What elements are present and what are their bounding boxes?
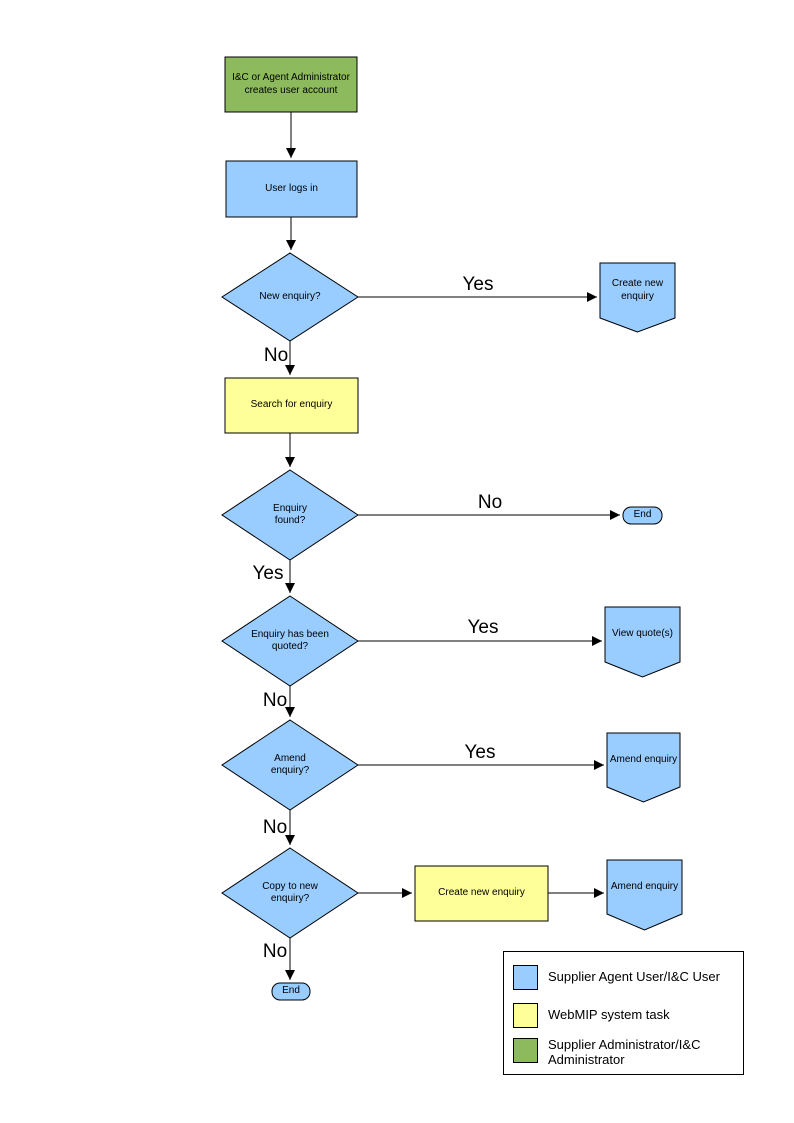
admin-creates-account-box (224, 56, 358, 113)
edge-label-yes-enquiry-found: Yes (252, 563, 284, 584)
flow-connectors (285, 112, 620, 980)
edge-label-no-amend: No (262, 817, 288, 838)
edge-label-yes-amend: Yes (464, 742, 496, 763)
terminator-end-2 (271, 982, 311, 1001)
legend-swatch-blue (513, 965, 538, 990)
legend-item-supplier-agent-user: Supplier Agent User/I&C User (513, 965, 720, 990)
user-logs-in-label: User logs in (265, 182, 318, 194)
admin-creates-account-label: I&C or Agent Administrator creates user … (232, 72, 350, 96)
task-create-new-enquiry-label: Create new enquiry (438, 887, 525, 899)
edge-label-no-enquiry-found: No (477, 492, 503, 513)
decision-enquiry-found-label: Enquiry found? (273, 502, 307, 527)
edge-label-no-new-enquiry: No (263, 345, 289, 366)
decision-new-enquiry-label: New enquiry? (259, 290, 321, 302)
pentagon-view-quotes-label: View quote(s) (612, 628, 673, 640)
decision-copy-to-new (221, 847, 359, 939)
decision-copy-to-new-label: Copy to new enquiry? (262, 880, 318, 905)
pentagon-amend-enquiry-1 (606, 732, 681, 803)
decision-enquiry-found (221, 469, 359, 561)
task-search-for-enquiry-label: Search for enquiry (250, 399, 333, 411)
pentagon-create-new-enquiry (599, 262, 676, 333)
decision-amend-enquiry (221, 719, 359, 811)
terminator-end-1-label: End (633, 509, 652, 521)
decision-enquiry-quoted-label: Enquiry has been quoted? (251, 628, 329, 653)
legend-swatch-green (513, 1038, 538, 1063)
legend-label-supplier-admin: Supplier Administrator/I&C Administrator (548, 1037, 701, 1067)
pentagon-create-new-enquiry-label: Create new enquiry (611, 278, 664, 302)
legend-label-supplier-agent-user: Supplier Agent User/I&C User (548, 969, 720, 985)
decision-new-enquiry (221, 252, 359, 342)
edge-label-no-quoted: No (262, 690, 288, 711)
legend-label-webmip-task: WebMIP system task (548, 1007, 670, 1023)
edge-label-yes-quoted: Yes (467, 617, 499, 638)
edge-label-no-copy: No (262, 941, 288, 962)
pentagon-amend-enquiry-2-label: Amend enquiry (610, 880, 679, 892)
task-create-new-enquiry (414, 865, 549, 922)
pentagon-amend-enquiry-1-label: Amend enquiry (609, 753, 678, 765)
terminator-end-2-label: End (282, 985, 300, 997)
pentagon-amend-enquiry-2 (606, 859, 683, 931)
task-search-for-enquiry (224, 377, 359, 434)
decision-amend-enquiry-label: Amend enquiry? (270, 752, 310, 777)
legend: Supplier Agent User/I&C User WebMIP syst… (503, 951, 744, 1075)
user-logs-in-box (225, 160, 358, 218)
legend-item-webmip-task: WebMIP system task (513, 1003, 670, 1028)
pentagon-view-quotes (604, 606, 681, 678)
legend-swatch-yellow (513, 1003, 538, 1028)
decision-enquiry-quoted (221, 595, 359, 687)
terminator-end-1 (622, 506, 663, 525)
edge-label-yes-new-enquiry: Yes (462, 274, 494, 295)
legend-item-supplier-admin: Supplier Administrator/I&C Administrator (513, 1037, 738, 1068)
